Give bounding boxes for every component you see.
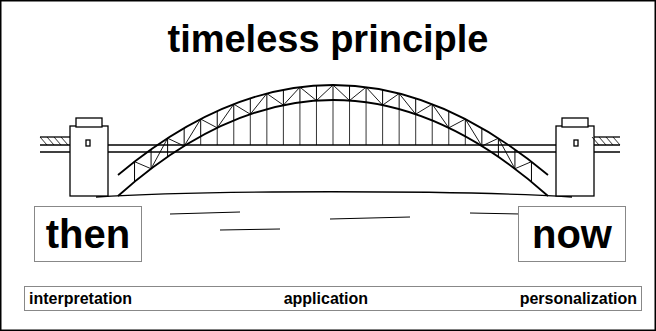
hanger — [349, 101, 350, 145]
truss-strut — [415, 98, 416, 114]
hanger — [316, 101, 317, 145]
truss-strut — [333, 85, 334, 100]
deck-top — [40, 144, 620, 146]
truss-strut — [316, 86, 317, 101]
truss-strut — [465, 119, 466, 136]
label-box: now — [518, 206, 626, 262]
hanger — [382, 105, 383, 145]
truss-brace — [234, 104, 251, 114]
truss-brace — [151, 138, 168, 168]
truss-brace — [201, 119, 218, 128]
truss-brace — [217, 104, 234, 128]
node-text: interpretation — [29, 289, 132, 308]
hanger — [266, 109, 267, 145]
approach-truss — [47, 137, 54, 145]
truss-brace — [168, 138, 185, 146]
node-text: personalization — [520, 289, 637, 308]
truss-brace — [449, 119, 466, 128]
truss-strut — [481, 128, 482, 146]
hanger — [233, 120, 234, 145]
truss-strut — [399, 94, 400, 110]
truss-strut — [366, 87, 367, 102]
truss-brace — [383, 94, 400, 106]
hanger — [399, 109, 400, 145]
truss-strut — [514, 149, 515, 168]
truss-strut — [382, 90, 383, 105]
truss-brace — [416, 104, 433, 114]
approach-truss — [613, 137, 620, 145]
hanger — [250, 114, 251, 145]
truss-strut — [266, 94, 267, 110]
shoreline — [96, 192, 572, 197]
approach-truss — [61, 137, 68, 145]
deck-bottom — [40, 151, 620, 153]
truss-strut — [184, 128, 185, 146]
truss-strut — [167, 138, 168, 157]
truss-brace — [432, 104, 449, 128]
approach-truss — [592, 137, 599, 145]
label-box: then — [34, 206, 142, 262]
truss-strut — [200, 119, 201, 136]
hanger — [465, 136, 466, 145]
truss-brace — [498, 138, 515, 168]
hanger — [448, 128, 449, 145]
truss-strut — [217, 111, 218, 128]
truss-strut — [250, 98, 251, 114]
truss-brace — [515, 162, 532, 169]
node-text: application — [284, 289, 368, 308]
truss-brace — [184, 119, 201, 146]
tower-right — [556, 118, 594, 196]
node-text: then — [46, 214, 130, 254]
hanger — [366, 102, 367, 145]
bottom-chord — [118, 100, 548, 196]
approach-truss — [54, 137, 61, 145]
truss-brace — [135, 162, 152, 169]
truss-strut — [349, 86, 350, 101]
hanger — [299, 102, 300, 145]
hanger — [200, 136, 201, 145]
truss-brace — [283, 87, 300, 105]
truss-brace — [250, 94, 267, 115]
hanger — [283, 105, 284, 145]
hanger — [432, 120, 433, 145]
approach-truss — [606, 137, 613, 145]
top-chord — [118, 85, 548, 175]
hanger — [217, 128, 218, 145]
caption-bar: interpretation application personalization — [24, 286, 642, 311]
truss-brace — [316, 85, 333, 101]
truss-strut — [134, 162, 135, 182]
truss-strut — [283, 90, 284, 105]
truss-strut — [531, 162, 532, 182]
hanger — [333, 100, 334, 145]
title: timeless principle — [0, 18, 656, 62]
tower-left — [70, 118, 108, 196]
approach-left — [40, 136, 72, 137]
hanger — [415, 114, 416, 145]
truss-brace — [267, 94, 284, 106]
truss-strut — [448, 111, 449, 128]
node-text: now — [532, 214, 612, 254]
truss-strut — [151, 149, 152, 168]
truss-strut — [432, 104, 433, 120]
truss-strut — [498, 138, 499, 157]
truss-brace — [399, 94, 416, 115]
truss-brace — [300, 87, 317, 100]
truss-strut — [233, 104, 234, 120]
water-lines — [170, 212, 520, 230]
truss-brace — [465, 119, 482, 146]
truss-brace — [333, 85, 350, 101]
truss-brace — [350, 87, 367, 100]
approach-truss — [40, 137, 47, 145]
truss-brace — [366, 87, 383, 105]
approach-truss — [599, 137, 606, 145]
truss-strut — [299, 87, 300, 102]
truss-brace — [482, 138, 499, 146]
